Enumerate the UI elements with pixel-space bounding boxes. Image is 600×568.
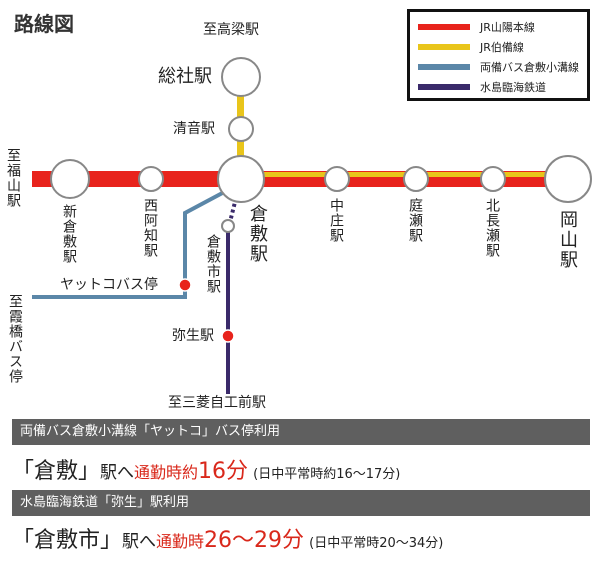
access-heading-yattoko: 両備バス倉敷小溝線「ヤットコ」バス停利用 — [12, 419, 590, 445]
legend-label-ryobi-bus: 両備バス倉敷小溝線 — [480, 61, 579, 74]
access-suffix-1: 駅へ — [100, 463, 135, 483]
direction-fukuyama: 至福山駅 — [5, 148, 21, 208]
hakubi-line-east — [241, 172, 561, 177]
legend-item-ryobi-bus: 両備バス倉敷小溝線 — [418, 57, 579, 77]
station-kitanagase-label: 北長瀬駅 — [484, 198, 500, 258]
access-station-kurashikishi: 「倉敷市」 — [12, 528, 123, 553]
access-station-kurashiki: 「倉敷」 — [12, 459, 101, 484]
legend-item-hakubi: JR伯備線 — [418, 37, 524, 57]
station-nishiachi-marker — [138, 166, 164, 192]
stop-yattoko-label: ヤットコバス停 — [60, 277, 158, 293]
station-sosha-marker — [221, 57, 261, 97]
station-kiyone-label: 清音駅 — [173, 121, 215, 137]
station-niwase-label: 庭瀬駅 — [407, 198, 423, 243]
station-shinkurashiki-label: 新倉敷駅 — [61, 204, 77, 264]
legend-label-mizushima: 水島臨海鉄道 — [480, 81, 546, 94]
access-note-2: (日中平常時20〜34分) — [309, 536, 444, 551]
stop-yattoko-marker — [178, 278, 192, 292]
station-kitanagase-marker — [480, 166, 506, 192]
mizushima-line-dotted — [228, 197, 238, 223]
direction-kasumibashi: 至霞橋バス停 — [7, 294, 23, 384]
station-kurashiki-label: 倉敷駅 — [247, 204, 268, 264]
access-commute-label-2: 通勤時 — [156, 532, 205, 551]
legend-label-hakubi: JR伯備線 — [480, 41, 524, 54]
station-shinkurashiki-marker — [50, 159, 90, 199]
access-heading-yayoi: 水島臨海鉄道「弥生」駅利用 — [12, 490, 590, 516]
legend-label-sanyo: JR山陽本線 — [480, 21, 535, 34]
station-okayama-marker — [544, 155, 592, 203]
station-nakasho-marker — [324, 166, 350, 192]
access-line-yayoi: 「倉敷市」駅へ通勤時26〜29分 (日中平常時20〜34分) — [12, 522, 443, 554]
access-note-1: (日中平常時約16〜17分) — [253, 467, 401, 482]
legend-swatch-hakubi — [418, 44, 470, 50]
station-yayoi-marker — [221, 329, 235, 343]
direction-mitsubishi: 至三菱自工前駅 — [168, 395, 266, 411]
station-sosha-label: 総社駅 — [158, 66, 212, 87]
map-title: 路線図 — [14, 12, 74, 36]
legend-swatch-ryobi-bus — [418, 64, 470, 70]
legend-item-mizushima: 水島臨海鉄道 — [418, 77, 546, 97]
station-okayama-label: 岡山駅 — [557, 210, 578, 270]
station-nakasho-label: 中庄駅 — [328, 198, 344, 243]
station-niwase-marker — [403, 166, 429, 192]
direction-takahashi: 至高梁駅 — [203, 22, 259, 38]
legend-item-sanyo: JR山陽本線 — [418, 17, 535, 37]
access-commute-value-2: 26〜29分 — [204, 528, 305, 553]
legend-swatch-sanyo — [418, 24, 470, 30]
ryobi-bus-line — [32, 188, 229, 299]
legend-swatch-mizushima — [418, 84, 470, 90]
access-suffix-2: 駅へ — [122, 532, 157, 552]
station-kurashikishi-label: 倉敷市駅 — [205, 234, 221, 294]
legend-box: JR山陽本線 JR伯備線 両備バス倉敷小溝線 水島臨海鉄道 — [407, 9, 590, 101]
access-commute-value-1: 16分 — [198, 459, 249, 484]
route-map — [32, 57, 592, 394]
station-nishiachi-label: 西阿知駅 — [142, 198, 158, 258]
access-line-yattoko: 「倉敷」駅へ通勤時約16分 (日中平常時約16〜17分) — [12, 453, 400, 485]
station-kiyone-marker — [228, 116, 254, 142]
access-commute-label-1: 通勤時約 — [134, 463, 199, 482]
station-yayoi-label: 弥生駅 — [172, 328, 214, 344]
station-kurashikishi-marker — [221, 219, 235, 233]
station-kurashiki-marker — [217, 155, 265, 203]
